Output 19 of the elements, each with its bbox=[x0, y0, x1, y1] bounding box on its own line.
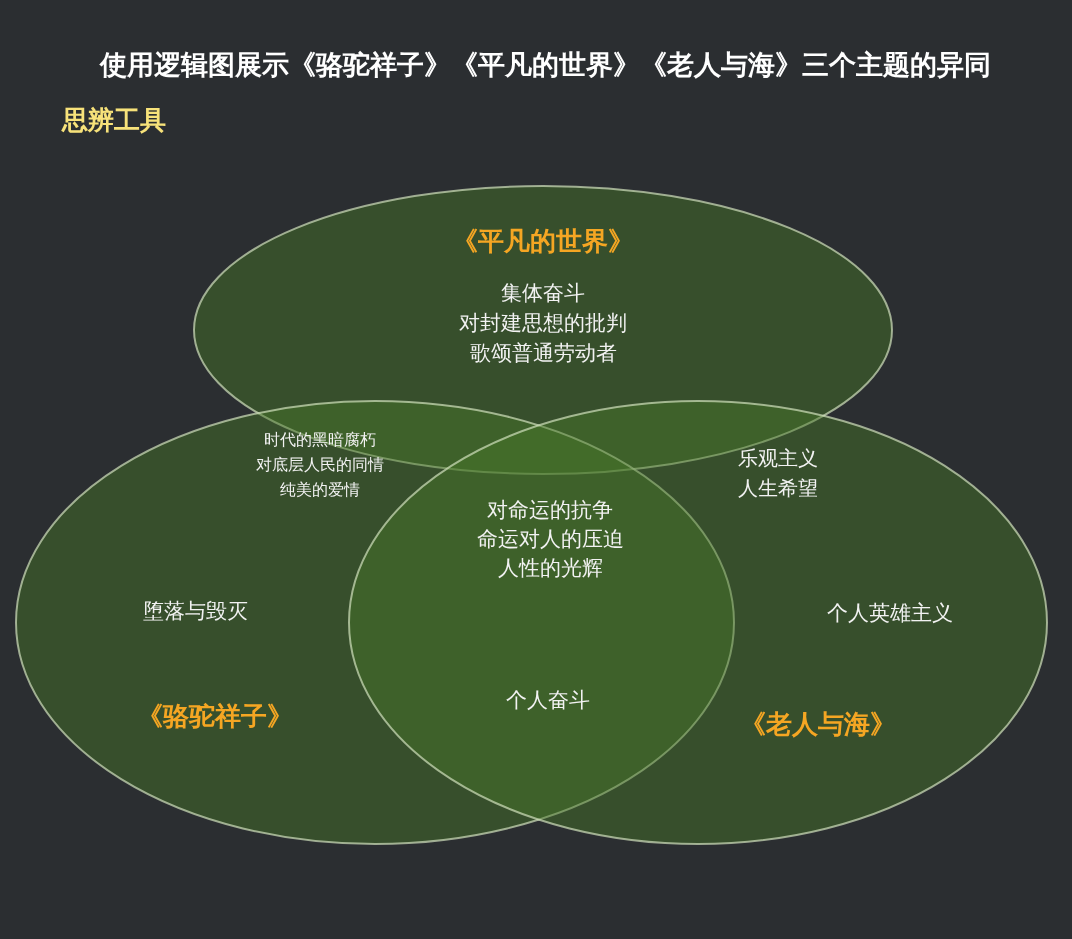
overlap-text: 时代的黑暗腐朽 bbox=[264, 430, 376, 450]
theme-text: 歌颂普通劳动者 bbox=[469, 340, 617, 367]
overlap-text: 乐观主义 bbox=[738, 446, 818, 471]
overlap-text: 对底层人民的同情 bbox=[256, 455, 384, 475]
overlap-text: 对命运的抗争 bbox=[487, 497, 613, 524]
diagram-title: 使用逻辑图展示《骆驼祥子》《平凡的世界》《老人与海》三个主题的异同 bbox=[99, 48, 991, 82]
overlap-text: 人生希望 bbox=[738, 476, 818, 501]
theme-text: 集体奋斗 bbox=[501, 280, 585, 307]
overlap-text: 命运对人的压迫 bbox=[476, 526, 624, 553]
overlap-text: 个人奋斗 bbox=[506, 687, 590, 714]
overlap-text: 人性的光辉 bbox=[497, 555, 603, 582]
book-title: 《老人与海》 bbox=[740, 708, 896, 741]
theme-text: 堕落与毁灭 bbox=[142, 598, 248, 625]
book-title: 《平凡的世界》 bbox=[452, 225, 634, 258]
overlap-text: 纯美的爱情 bbox=[280, 480, 360, 500]
theme-text: 对封建思想的批判 bbox=[459, 310, 627, 337]
corner-tag: 思辨工具 bbox=[62, 104, 166, 137]
book-title: 《骆驼祥子》 bbox=[137, 700, 293, 733]
theme-text: 个人英雄主义 bbox=[827, 600, 953, 627]
